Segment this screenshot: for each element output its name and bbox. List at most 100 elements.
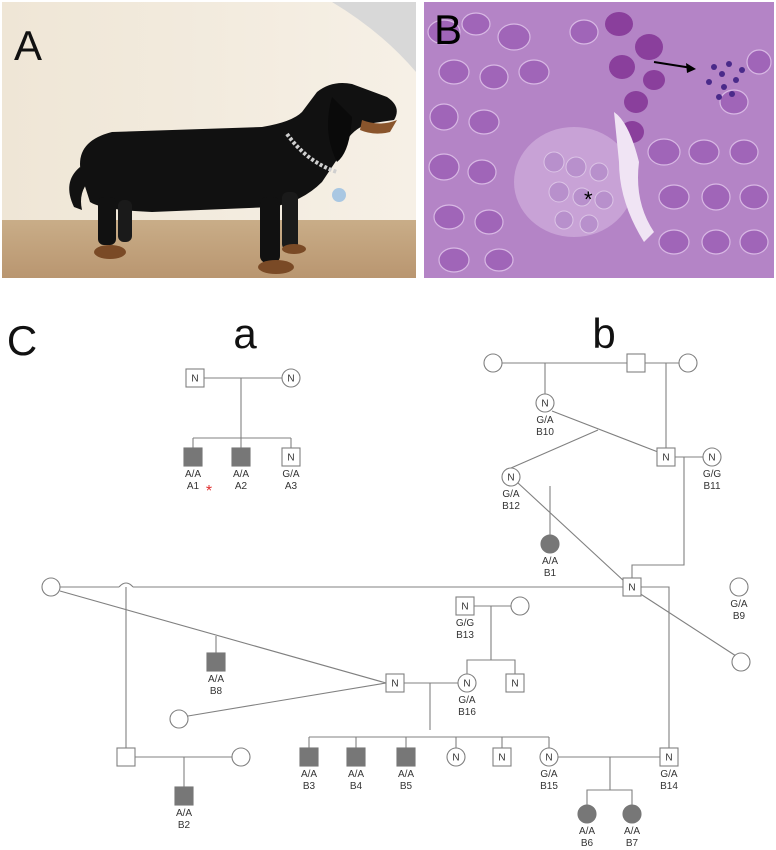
pedigree-line (466, 606, 492, 674)
normal-marker-text: N (463, 679, 470, 690)
normal-marker-text: N (452, 753, 459, 764)
male-symbol (622, 577, 642, 597)
individual-id-text: B4 (350, 781, 363, 792)
female-symbol (169, 709, 189, 729)
genotype-text: A/A (301, 769, 317, 780)
affected-male-symbol (174, 786, 194, 806)
genotype-text: A/A (176, 808, 192, 819)
female-symbol (281, 368, 301, 388)
female-symbol (501, 467, 521, 487)
individual-id-text: B5 (400, 781, 413, 792)
affected-female-symbol (577, 804, 597, 824)
female-symbol (231, 747, 251, 767)
normal-marker-text: N (507, 473, 514, 484)
genotype-text: G/A (660, 769, 678, 780)
genotype-text: A/A (185, 469, 201, 480)
individual-id-text: B2 (178, 820, 191, 831)
female-symbol (729, 577, 749, 597)
male-symbol (626, 353, 646, 373)
female-symbol (457, 673, 477, 693)
pedigree-line (491, 659, 516, 674)
individual-id-text: B16 (458, 707, 476, 718)
normal-marker-text: N (662, 453, 669, 464)
normal-marker-text: N (545, 753, 552, 764)
individual-id-text: B3 (303, 781, 316, 792)
index-case-asterisk: * (206, 483, 212, 500)
panel-label-a: A (14, 22, 43, 69)
family-a-label: a (233, 310, 257, 357)
genotype-text: A/A (233, 469, 249, 480)
male-symbol (185, 368, 205, 388)
affected-male-symbol (346, 747, 366, 767)
affected-male-symbol (231, 447, 251, 467)
pedigree-line (187, 682, 387, 717)
normal-marker-text: N (498, 753, 505, 764)
female-symbol (41, 577, 61, 597)
female-symbol (510, 596, 530, 616)
male-symbol (455, 596, 475, 616)
affected-male-symbol (206, 652, 226, 672)
pedigree-line (638, 592, 737, 657)
female-symbol (678, 353, 698, 373)
individual-id-text: B15 (540, 781, 558, 792)
affected-female-symbol (622, 804, 642, 824)
genotype-text: G/A (536, 415, 554, 426)
individual-id-text: B9 (733, 611, 746, 622)
genotype-text: G/G (456, 618, 475, 629)
female-symbol (535, 393, 555, 413)
pedigree-line (641, 586, 670, 748)
individual-id-text: B10 (536, 427, 554, 438)
normal-marker-text: N (461, 602, 468, 613)
individual-id-text: B12 (502, 501, 520, 512)
individual-id-text: B1 (544, 568, 557, 579)
genotype-text: A/A (624, 826, 640, 837)
normal-marker-text: N (665, 753, 672, 764)
female-symbol (702, 447, 722, 467)
normal-marker-text: N (391, 679, 398, 690)
normal-marker-text: N (708, 453, 715, 464)
panel-label-b: B (434, 6, 463, 53)
genotype-text: G/A (540, 769, 558, 780)
affected-male-symbol (299, 747, 319, 767)
female-symbol (446, 747, 466, 767)
individual-id-text: A1 (187, 481, 200, 492)
pedigree-line (551, 410, 659, 453)
normal-marker-text: N (287, 374, 294, 385)
individual-id-text: B7 (626, 838, 639, 849)
pedigree-line (631, 457, 685, 578)
male-symbol (116, 747, 136, 767)
genotype-text: A/A (348, 769, 364, 780)
genotype-text: A/A (398, 769, 414, 780)
dog-photo (2, 2, 416, 278)
affected-male-symbol (183, 447, 203, 467)
male-symbol (656, 447, 676, 467)
male-symbol (505, 673, 525, 693)
normal-marker-text: N (628, 583, 635, 594)
normal-marker-text: N (191, 374, 198, 385)
individual-id-text: B8 (210, 686, 223, 697)
panel-label-c: C (7, 317, 37, 364)
pedigree-line (610, 789, 633, 805)
male-symbol (659, 747, 679, 767)
male-symbol (385, 673, 405, 693)
muscle-histology-image: * (424, 2, 774, 278)
line-crossing-hop (118, 582, 134, 588)
normal-marker-text: N (287, 453, 294, 464)
genotype-text: G/A (282, 469, 300, 480)
genotype-text: G/G (703, 469, 722, 480)
genotype-text: G/A (730, 599, 748, 610)
pedigree-line (510, 429, 599, 469)
svg-text:*: * (584, 187, 593, 212)
male-symbol (492, 747, 512, 767)
genotype-text: A/A (542, 556, 558, 567)
individual-id-text: A2 (235, 481, 248, 492)
individual-id-text: B14 (660, 781, 678, 792)
genotype-text: A/A (579, 826, 595, 837)
family-b-label: b (592, 310, 615, 357)
female-symbol (483, 353, 503, 373)
individual-id-text: B11 (703, 481, 720, 492)
pedigree-line (586, 757, 611, 805)
individual-id-text: A3 (285, 481, 298, 492)
